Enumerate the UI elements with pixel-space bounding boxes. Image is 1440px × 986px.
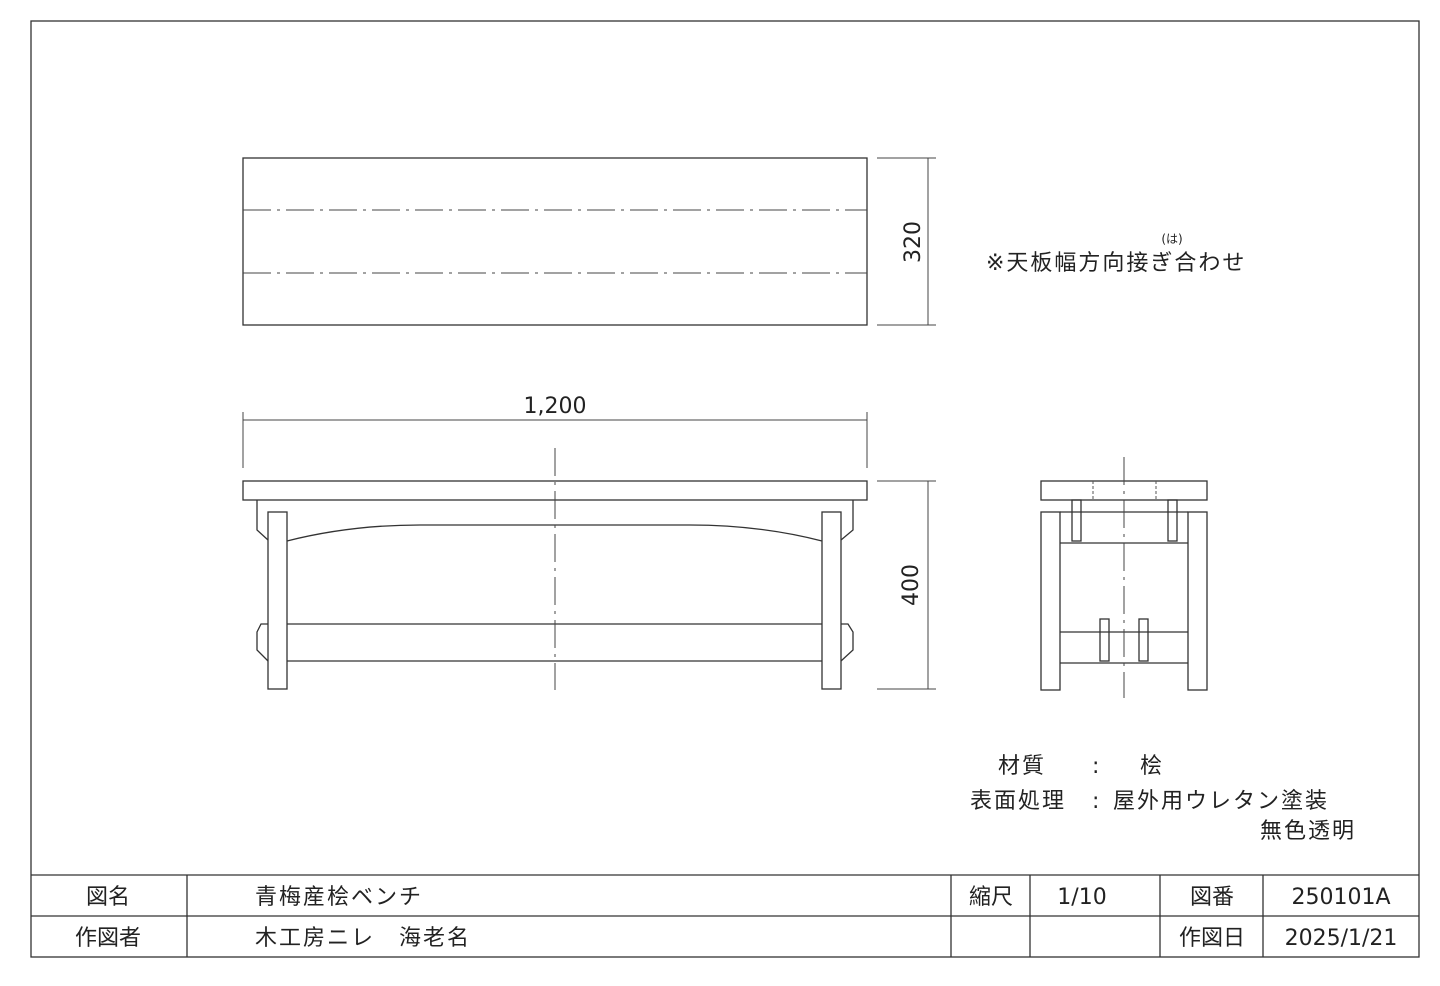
dim-height: 400 (899, 564, 924, 606)
finish-label: 表面処理 (970, 789, 1066, 814)
top-view: 320 (242, 157, 936, 326)
material-label: 材質 (998, 754, 1046, 779)
date-value: 2025/1/21 (1285, 926, 1398, 951)
date-label: 作図日 (1179, 926, 1245, 951)
title-block: 図名 青梅産桧ベンチ 縮尺 1/10 図番 250101A 作図者 木工房ニレ … (31, 874, 1419, 957)
front-view: 1,200 400 (242, 394, 936, 690)
author-label: 作図者 (75, 926, 141, 951)
name-value: 青梅産桧ベンチ (255, 885, 423, 910)
finish-value: 屋外用ウレタン塗装 (1113, 789, 1329, 814)
author-value: 木工房ニレ 海老名 (255, 926, 471, 951)
sheet-border (30, 20, 1420, 958)
note-text: ※天板幅方向接ぎ合わせ (986, 251, 1246, 276)
note-ruby: (は) (1161, 232, 1182, 246)
material-value: 桧 (1140, 754, 1164, 779)
number-value: 250101A (1291, 885, 1390, 910)
scale-label: 縮尺 (969, 885, 1013, 910)
finish-sep: : (1092, 789, 1101, 814)
scale-value: 1/10 (1057, 885, 1106, 910)
side-view (1040, 457, 1208, 698)
material-sep: : (1092, 754, 1101, 779)
dim-width: 1,200 (524, 394, 587, 419)
number-label: 図番 (1190, 885, 1234, 910)
finish-value2: 無色透明 (1260, 819, 1356, 844)
name-label: 図名 (86, 885, 130, 910)
dim-depth: 320 (901, 221, 926, 263)
